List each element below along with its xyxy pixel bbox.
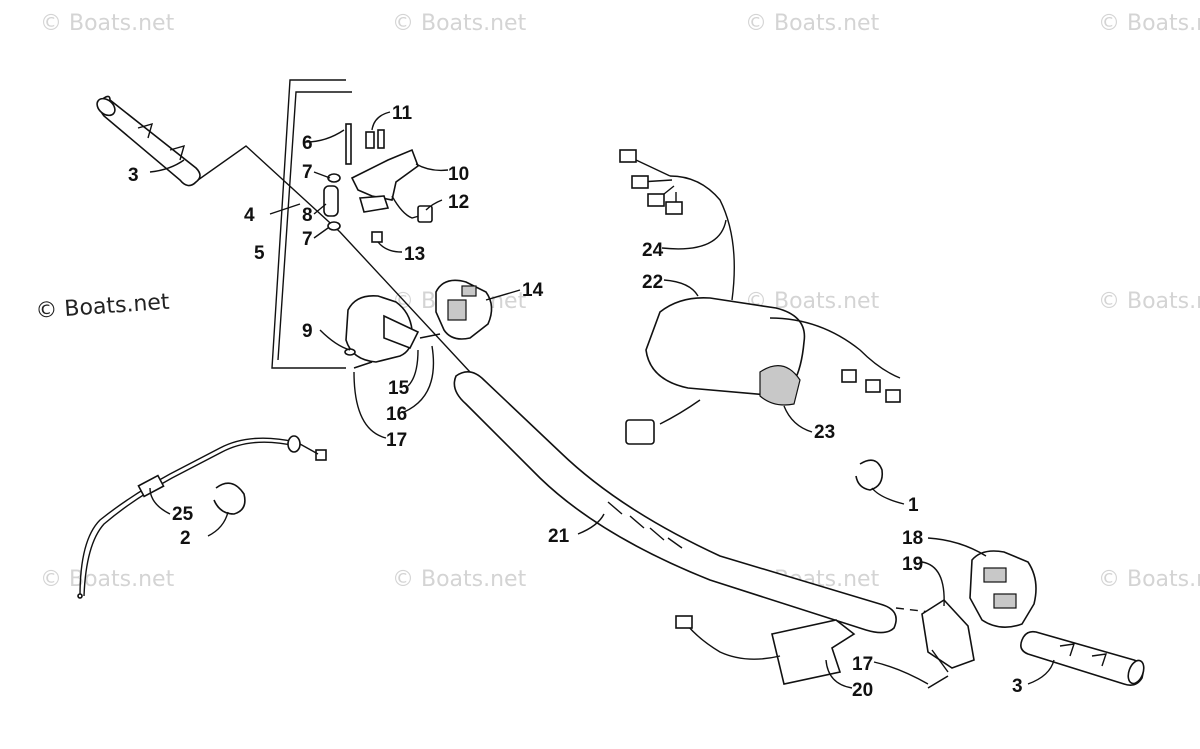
callout-8: 8 [302,205,313,226]
callout-9: 9 [302,321,313,342]
harness-24 [619,149,735,301]
housing-18 [969,550,1037,628]
callout-3-left: 3 [128,165,139,186]
lever-parts [323,123,433,243]
callout-11: 11 [392,103,413,124]
watermark-text: © Boats.net [1098,567,1200,592]
callout-3-right: 3 [1012,676,1023,697]
watermark-text: © Boats.net [392,11,527,36]
cover-19 [921,598,975,673]
callout-18: 18 [902,528,923,549]
callout-10: 10 [448,164,469,185]
connector-12 [417,205,433,223]
throttle-cable [77,435,327,599]
switch-14 [435,279,493,340]
callout-23: 23 [814,422,835,443]
callout-14: 14 [522,280,544,301]
bracket-group [197,79,471,373]
heater-element-20 [675,615,856,685]
watermark-text: © Boats.net [35,290,171,324]
pin-6 [345,123,352,165]
callout-24: 24 [642,240,664,261]
callout-22: 22 [642,272,663,293]
insert-11 [365,131,375,149]
throttle-housing [344,294,441,369]
leader-lines [149,111,1055,689]
handlebar-21 [453,371,931,634]
watermark-text: © Boats.net [745,11,880,36]
callout-13: 13 [404,244,425,265]
watermark-text: © Boats.net [40,11,175,36]
watermark-text: © Boats.net [1098,11,1200,36]
screw-17-right [927,675,949,689]
callout-12: 12 [448,192,469,213]
callout-21: 21 [548,526,570,547]
throttle-lever-10 [350,148,419,201]
callout-2: 2 [180,528,191,549]
callouts: 3 4 5 6 7 8 7 9 10 11 12 13 14 15 16 17 … [128,103,1023,701]
grip-right [1020,630,1145,686]
clamp-2 [213,482,246,515]
clip-13 [371,231,383,243]
callout-19: 19 [902,554,923,575]
callout-15: 15 [388,378,410,399]
callout-17-left: 17 [386,430,407,451]
callout-5: 5 [254,243,265,264]
callout-17-right: 17 [852,654,873,675]
callout-6: 6 [302,133,313,154]
callout-20: 20 [852,680,873,701]
callout-25: 25 [172,504,194,525]
callout-4: 4 [244,205,255,226]
callout-16: 16 [386,404,407,425]
watermarks: © Boats.net © Boats.net © Boats.net © Bo… [35,11,1200,592]
watermark-text: © Boats.net [392,567,527,592]
watermark-text: © Boats.net [40,567,175,592]
callout-7-top: 7 [302,162,313,183]
retainer-1 [855,459,884,491]
controller-22 [625,296,901,445]
callout-1: 1 [908,495,919,516]
watermark-text: © Boats.net [1098,289,1200,314]
callout-7-bottom: 7 [302,229,313,250]
grip-left [96,95,201,187]
